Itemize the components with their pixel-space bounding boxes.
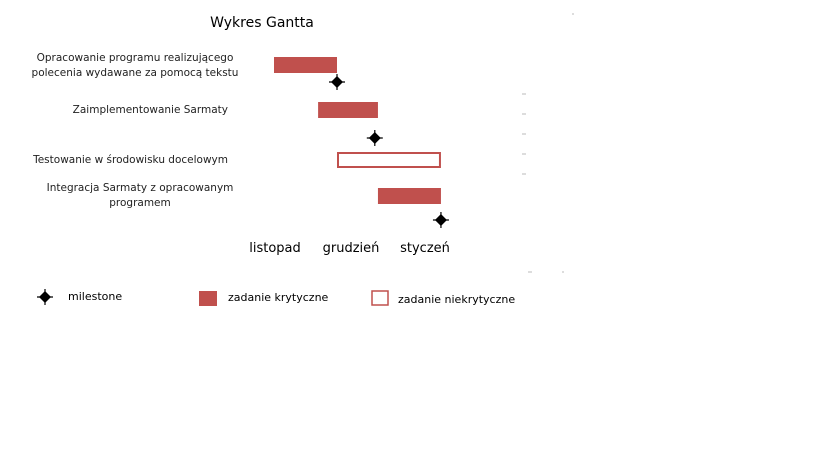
critical-task-bar: [318, 102, 378, 118]
legend-label: milestone: [68, 290, 122, 303]
x-tick-label: grudzień: [323, 241, 380, 256]
legend-noncritical-swatch: [371, 290, 389, 306]
legend-critical-swatch: [199, 291, 217, 306]
legend-label: zadanie niekrytyczne: [398, 293, 515, 306]
task-labels: Opracowanie programu realizującego polece…: [32, 52, 239, 209]
task-label: programem: [109, 197, 171, 209]
chart-title: Wykres Gantta: [210, 15, 314, 31]
x-tick-label: listopad: [249, 241, 301, 256]
x-axis-ticks: listopad grudzień styczeń: [249, 241, 450, 256]
noncritical-task-bar: [337, 152, 441, 168]
milestone-marker-cross: [432, 212, 449, 228]
task-bars: [274, 57, 441, 204]
legend-milestone-icon-cross: [37, 289, 53, 305]
legend: milestone zadanie krytyczne zadanie niekry…: [37, 289, 515, 306]
decorative-ticks: [522, 13, 574, 273]
milestone-marker-cross: [366, 130, 383, 146]
critical-task-bar: [274, 57, 337, 73]
task-label: Zaimplementowanie Sarmaty: [73, 104, 228, 116]
task-label: Testowanie w środowisku docelowym: [32, 154, 228, 166]
task-label: polecenia wydawane za pomocą tekstu: [32, 67, 239, 79]
task-label: Integracja Sarmaty z opracowanym: [47, 182, 234, 194]
x-tick-label: styczeń: [400, 241, 450, 256]
critical-task-bar: [377, 188, 441, 204]
legend-label: zadanie krytyczne: [228, 291, 329, 304]
task-label: Opracowanie programu realizującego: [37, 52, 234, 64]
milestone-marker-cross: [329, 74, 345, 90]
milestones: [329, 74, 449, 228]
